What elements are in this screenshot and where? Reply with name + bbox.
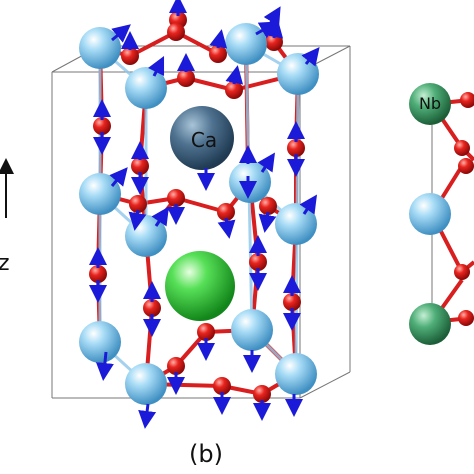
ti-atom	[277, 53, 319, 95]
oxygen-atom	[143, 299, 161, 317]
oxygen-atom	[213, 377, 231, 395]
displacement-arrow	[257, 152, 275, 173]
displacement-arrow	[258, 211, 277, 233]
arrows-panel-b	[89, 0, 320, 429]
oxygen-atom	[287, 139, 305, 157]
oxygen-atom	[93, 117, 111, 135]
oxygen-atom	[167, 23, 185, 41]
oxygen-atom	[129, 195, 147, 213]
oxygen-atom	[460, 92, 474, 108]
displacement-arrow	[128, 209, 147, 231]
green-atom	[165, 251, 235, 321]
displacement-arrow	[225, 65, 244, 85]
ti-atom	[409, 193, 451, 235]
displacement-arrow	[299, 194, 317, 215]
displacement-arrow	[209, 29, 228, 49]
ti-atom	[125, 363, 167, 405]
oxygen-atom	[283, 293, 301, 311]
displacement-arrow	[217, 217, 236, 239]
displacement-arrow	[265, 19, 284, 39]
oxygen-atom	[249, 253, 267, 271]
displacement-arrow	[301, 46, 320, 67]
displacement-arrow	[138, 403, 157, 429]
displacement-arrow	[147, 55, 165, 77]
panel-b-caption: (b)	[189, 440, 223, 468]
ti-atom	[125, 67, 167, 109]
ti-atom	[231, 309, 273, 351]
oxygen-atom	[167, 189, 185, 207]
oxygen-atom	[454, 264, 470, 280]
ti-atom	[79, 27, 121, 69]
oxygen-atom	[167, 357, 185, 375]
oxygen-atom	[225, 81, 243, 99]
ca-atom-label: Ca	[191, 128, 217, 152]
nb-atom	[409, 83, 451, 125]
z-axis-label: z	[0, 251, 10, 276]
ti-atom	[275, 353, 317, 395]
oxygen-atom	[177, 69, 195, 87]
oxygen-atom	[458, 310, 474, 326]
atoms-panel-b	[79, 11, 319, 405]
oxygen-atom	[209, 45, 227, 63]
displacement-arrow	[95, 351, 114, 381]
oxygen-atom	[217, 203, 235, 221]
displacement-arrow	[109, 167, 128, 187]
oxygen-atom	[89, 265, 107, 283]
displacement-arrow	[151, 206, 169, 227]
oxygen-atom	[454, 140, 470, 156]
ti-atom	[79, 321, 121, 363]
ti-atom	[275, 203, 317, 245]
ti-atom	[79, 173, 121, 215]
oxygen-atom	[121, 47, 139, 65]
displacement-arrow	[263, 6, 281, 27]
atoms-panel-c	[409, 83, 474, 345]
oxygen-atom	[197, 323, 215, 341]
ti-atom	[225, 23, 267, 65]
ca-atom	[170, 106, 234, 170]
oxygen-atom	[259, 197, 277, 215]
oxygen-atom	[253, 385, 271, 403]
nb-atom	[409, 303, 451, 345]
z-axis-indicator: z	[0, 158, 14, 276]
oxygen-atom	[131, 157, 149, 175]
nb-atom-label: Nb	[419, 94, 441, 113]
oxygen-atom	[458, 158, 474, 174]
